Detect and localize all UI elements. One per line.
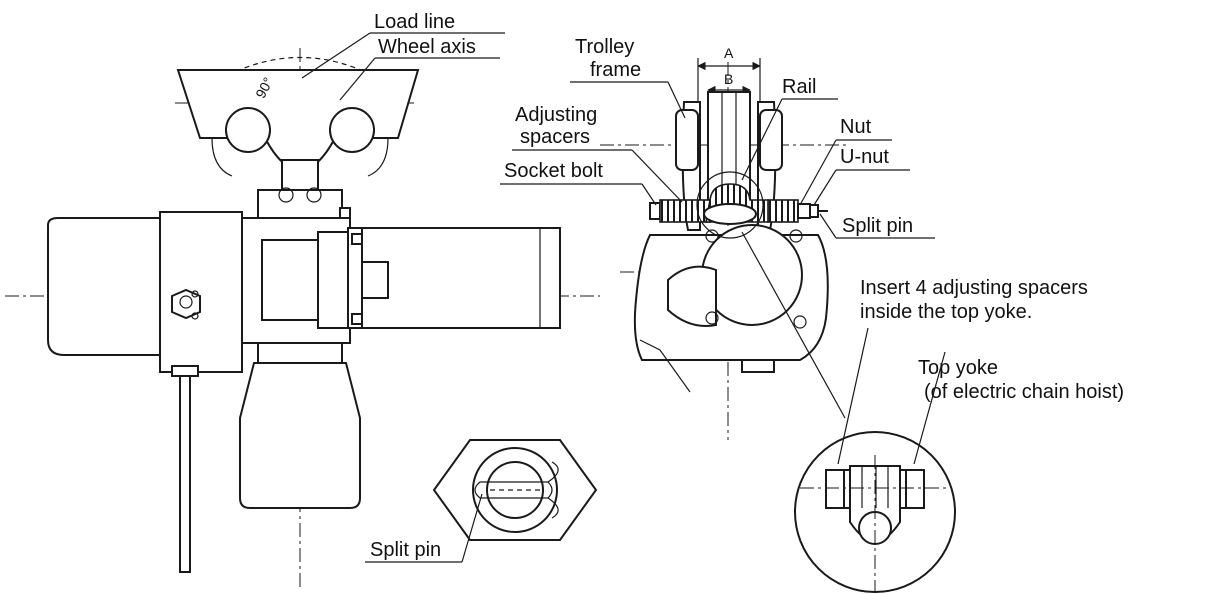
insert-note-line-2: inside the top yoke. xyxy=(860,301,1032,323)
adjusting-spacers-label-1: Adjusting xyxy=(515,104,597,126)
socket-bolt-head xyxy=(649,202,661,220)
gear-cover-front xyxy=(667,265,717,327)
chain-container xyxy=(239,362,361,509)
front-wheel-left xyxy=(675,109,699,171)
yoke-pin-left xyxy=(278,187,294,203)
bolt-end-circle xyxy=(486,461,544,519)
housing-bolt-2 xyxy=(789,229,803,243)
pendant-cable xyxy=(179,371,191,573)
detail-spacer-1 xyxy=(825,469,845,509)
adjusting-spacers-right xyxy=(767,199,799,223)
socket-bolt-label: Socket bolt xyxy=(504,160,603,182)
chain-guide xyxy=(257,342,343,364)
trolley-frame-label-1: Trolley xyxy=(575,36,634,58)
front-view-trolley: A B xyxy=(600,45,850,440)
wheel-right-flange xyxy=(367,137,389,177)
front-view-labels: Trolley frame Rail Adjusting spacers Nut… xyxy=(500,36,935,239)
split-pin-right-label: Split pin xyxy=(842,215,913,237)
adjusting-spacers-label-2: spacers xyxy=(520,126,590,148)
detail-spacer-4 xyxy=(905,469,925,509)
brake-box xyxy=(361,261,389,299)
split-pin-right-leader xyxy=(819,213,837,239)
detail-link-line xyxy=(741,231,846,419)
u-nut xyxy=(809,204,819,218)
flange-bolt-top xyxy=(351,233,363,245)
insert-note-leader xyxy=(837,327,869,465)
flange-bolt-bottom xyxy=(351,313,363,325)
u-nut-label: U-nut xyxy=(840,146,889,168)
wheel-axis-label: Wheel axis xyxy=(378,36,476,58)
top-yoke-leader xyxy=(913,351,946,465)
socket-bolt-leader xyxy=(641,183,657,206)
wheel-left xyxy=(225,107,271,153)
split-pin-bottom-label: Split pin xyxy=(370,539,441,561)
trolley-frame-label-2: frame xyxy=(590,59,641,81)
top-yoke-pin xyxy=(703,203,757,225)
load-line-leader xyxy=(301,32,371,79)
dimension-b-label: B xyxy=(724,71,733,87)
nut xyxy=(797,203,811,219)
gear-inner xyxy=(261,239,323,321)
split-pin-detail: Split pin xyxy=(365,439,598,563)
chain-outlet xyxy=(741,359,775,373)
rail-label: Rail xyxy=(782,76,816,98)
motor-body xyxy=(159,211,243,373)
nut-label: Nut xyxy=(840,116,872,138)
yoke-pin-right xyxy=(306,187,322,203)
top-yoke-detail: Insert 4 adjusting spacers inside the to… xyxy=(741,231,1124,593)
split-pin-leg-bottom xyxy=(547,497,559,519)
wheel-axis-leader xyxy=(339,57,376,101)
insert-note-line-1: Insert 4 adjusting spacers xyxy=(860,277,1088,299)
dimension-a-label: A xyxy=(724,45,734,61)
terminal-box-screw-1 xyxy=(191,290,199,298)
terminal-box xyxy=(171,288,201,320)
wheel-left-flange xyxy=(211,137,233,177)
housing-bolt-4 xyxy=(793,315,807,329)
u-nut-leader xyxy=(813,169,837,206)
pendant-bracket xyxy=(639,339,691,393)
terminal-box-screw-2 xyxy=(191,312,199,320)
top-yoke-side xyxy=(257,189,343,219)
gear-flange xyxy=(317,231,349,329)
split-pin-leg-top xyxy=(547,461,559,483)
brake-housing xyxy=(361,227,561,329)
side-view-labels: Load line Wheel axis 90° xyxy=(252,11,505,101)
pendant-cable-clamp xyxy=(171,365,199,377)
adjusting-spacers-leader xyxy=(631,149,683,203)
rail-leader xyxy=(741,98,783,181)
top-yoke-label-1: Top yoke xyxy=(918,357,998,379)
trolley-frame-leader xyxy=(667,81,686,119)
wheel-arc xyxy=(227,57,373,76)
nut-leader xyxy=(799,139,837,206)
detail-circle-marker xyxy=(696,171,764,239)
load-line-label: Load line xyxy=(374,11,455,33)
wheel-right xyxy=(329,107,375,153)
top-yoke-label-2: (of electric chain hoist) xyxy=(924,381,1124,403)
motor-cover xyxy=(47,217,161,356)
front-wheel-right xyxy=(759,109,783,171)
adjusting-spacers-left xyxy=(659,199,711,223)
split-pin-bottom-leader xyxy=(461,493,483,563)
side-view-hoist xyxy=(5,48,600,590)
trolley-neck xyxy=(281,159,319,191)
housing-bolt-3 xyxy=(705,311,719,325)
terminal-box-hole xyxy=(179,295,193,309)
